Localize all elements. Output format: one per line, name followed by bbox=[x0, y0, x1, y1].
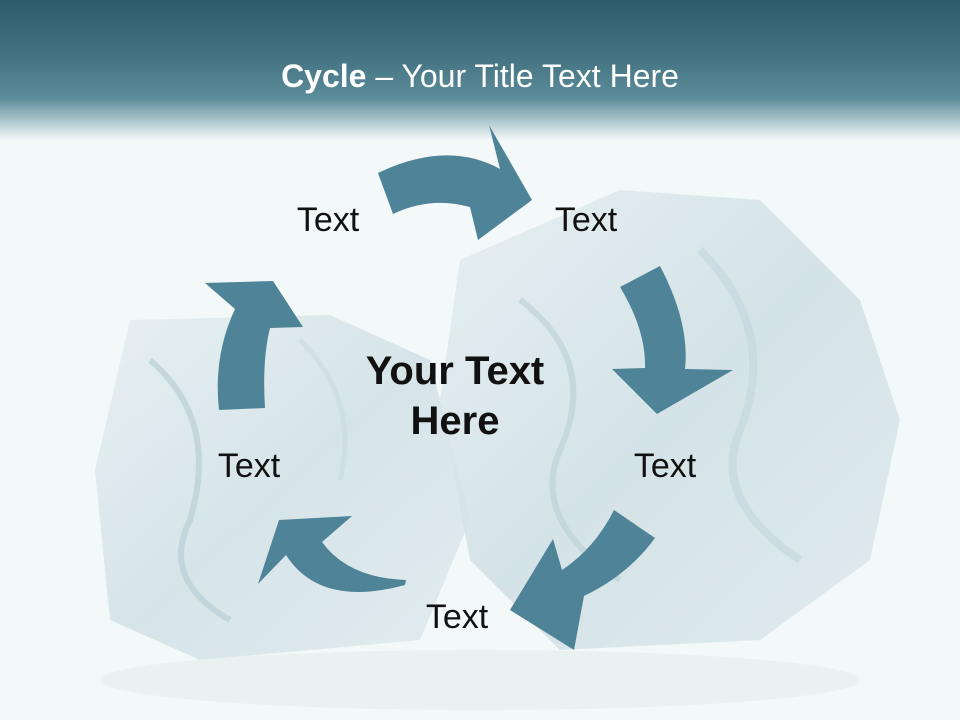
slide-title[interactable]: Cycle – Your Title Text Here bbox=[0, 54, 960, 98]
cycle-node-bottom[interactable]: Text bbox=[425, 598, 489, 636]
cycle-arrow-3[interactable] bbox=[510, 510, 655, 650]
cycle-node-left[interactable]: Text bbox=[217, 447, 281, 485]
cycle-arrow-2[interactable] bbox=[612, 266, 733, 414]
cycle-node-top-right[interactable]: Text bbox=[554, 201, 618, 239]
cycle-node-top-left[interactable]: Text bbox=[296, 201, 360, 239]
cycle-arrow-4[interactable] bbox=[258, 516, 406, 592]
title-rest: – Your Title Text Here bbox=[366, 58, 679, 94]
cycle-node-right[interactable]: Text bbox=[633, 447, 697, 485]
center-text[interactable]: Your Text Here bbox=[365, 349, 545, 443]
cycle-arrow-5[interactable] bbox=[205, 281, 303, 410]
cycle-arrow-1[interactable] bbox=[378, 125, 532, 240]
title-bold: Cycle bbox=[281, 58, 367, 94]
title-bar bbox=[0, 0, 960, 140]
